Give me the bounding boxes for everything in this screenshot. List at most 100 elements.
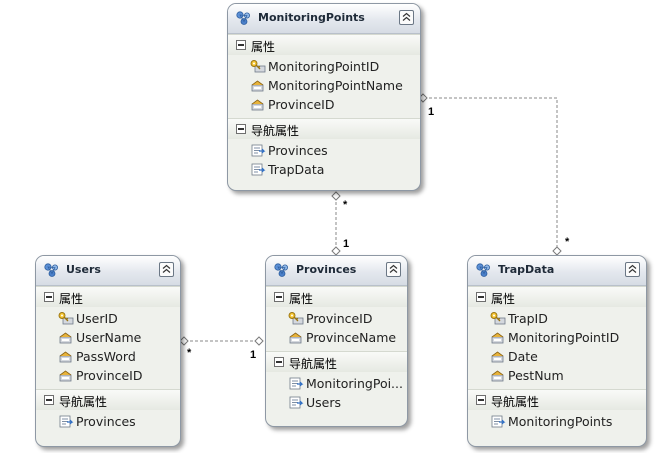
navigation-section-header[interactable]: 导航属性	[228, 118, 420, 139]
property-name: ProvinceID	[306, 311, 373, 326]
multiplicity-label: *	[343, 199, 348, 211]
property-name: ProvinceID	[268, 97, 335, 112]
property-name: MonitoringPointName	[268, 78, 403, 93]
navigation-section-header[interactable]: 导航属性	[468, 389, 646, 410]
navigation-property-icon	[288, 376, 304, 391]
section-title: 导航属性	[59, 395, 108, 409]
property-item[interactable]: MonitoringPointID	[468, 328, 646, 347]
entity-header[interactable]: TrapData	[468, 256, 646, 286]
navigation-property-icon	[250, 162, 266, 177]
primary-key-icon	[490, 311, 506, 326]
entity-header[interactable]: MonitoringPoints	[228, 4, 420, 34]
section-title: 导航属性	[251, 124, 300, 138]
entity-type-icon	[475, 262, 493, 278]
property-item[interactable]: ProvinceID	[36, 366, 180, 385]
key-property-item[interactable]: TrapID	[468, 309, 646, 328]
section-title: 属性	[251, 40, 276, 54]
collapse-minus-icon[interactable]	[44, 292, 54, 302]
collapse-minus-icon[interactable]	[44, 395, 54, 405]
property-item[interactable]: ProvinceID	[228, 95, 420, 114]
property-name: TrapID	[508, 311, 548, 326]
navigation-property-item[interactable]: Provinces	[228, 141, 420, 160]
section-title: 导航属性	[289, 357, 338, 371]
property-name: UserID	[76, 311, 118, 326]
entity-title: Provinces	[296, 263, 357, 276]
scalar-property-icon	[58, 330, 74, 345]
key-property-item[interactable]: UserID	[36, 309, 180, 328]
primary-key-icon	[58, 311, 74, 326]
collapse-minus-icon[interactable]	[236, 40, 246, 50]
collapse-minus-icon[interactable]	[274, 292, 284, 302]
property-item[interactable]: ProvinceName	[266, 328, 407, 347]
scalar-property-icon	[250, 97, 266, 112]
entity-title: Users	[66, 263, 101, 276]
properties-section-header[interactable]: 属性	[36, 286, 180, 307]
entity-type-icon	[273, 262, 291, 278]
scalar-property-icon	[490, 349, 506, 364]
properties-section-header[interactable]: 属性	[266, 286, 407, 307]
navigation-property-name: MonitoringPoi...	[306, 376, 403, 391]
entity-title: TrapData	[498, 263, 555, 276]
scalar-property-icon	[490, 368, 506, 383]
navigation-property-icon	[288, 395, 304, 410]
multiplicity-label: *	[565, 236, 570, 248]
entity-type-icon	[43, 262, 61, 278]
property-name: Date	[508, 349, 538, 364]
multiplicity-label: 1	[343, 238, 350, 250]
property-item[interactable]: UserName	[36, 328, 180, 347]
collapse-minus-icon[interactable]	[476, 395, 486, 405]
key-property-item[interactable]: ProvinceID	[266, 309, 407, 328]
entity-header[interactable]: Provinces	[266, 256, 407, 286]
property-name: UserName	[76, 330, 142, 345]
navigation-property-item[interactable]: Users	[266, 393, 407, 412]
property-name: MonitoringPointID	[268, 59, 380, 74]
scalar-property-icon	[490, 330, 506, 345]
property-item[interactable]: Date	[468, 347, 646, 366]
property-item[interactable]: PestNum	[468, 366, 646, 385]
property-name: ProvinceName	[306, 330, 397, 345]
section-title: 导航属性	[491, 395, 540, 409]
property-name: ProvinceID	[76, 368, 143, 383]
property-item[interactable]: MonitoringPointName	[228, 76, 420, 95]
connector-end-diamond	[179, 336, 189, 346]
collapse-up-icon[interactable]	[399, 10, 414, 25]
properties-section-header[interactable]: 属性	[468, 286, 646, 307]
navigation-property-list: Provinces	[36, 410, 180, 435]
entity-type-icon	[235, 10, 253, 26]
collapse-up-icon[interactable]	[625, 262, 640, 277]
scalar-property-icon	[288, 330, 304, 345]
property-list: ProvinceID ProvinceName	[266, 307, 407, 351]
connector-end-diamond	[331, 246, 341, 256]
collapse-up-icon[interactable]	[159, 262, 174, 277]
collapse-minus-icon[interactable]	[476, 292, 486, 302]
entity-provinces[interactable]: Provinces 属性 ProvinceID ProvinceName 导航属性 Mon…	[265, 255, 408, 427]
navigation-property-item[interactable]: TrapData	[228, 160, 420, 179]
navigation-section-header[interactable]: 导航属性	[266, 351, 407, 372]
navigation-property-item[interactable]: MonitoringPoints	[468, 412, 646, 431]
connector-end-diamond	[254, 336, 264, 346]
section-title: 属性	[289, 292, 314, 306]
scalar-property-icon	[58, 368, 74, 383]
property-name: PassWord	[76, 349, 136, 364]
collapse-minus-icon[interactable]	[236, 124, 246, 134]
navigation-section-header[interactable]: 导航属性	[36, 389, 180, 410]
entity-header[interactable]: Users	[36, 256, 180, 286]
entity-title: MonitoringPoints	[258, 11, 365, 24]
properties-section-header[interactable]: 属性	[228, 34, 420, 55]
property-item[interactable]: PassWord	[36, 347, 180, 366]
navigation-property-name: Provinces	[268, 143, 328, 158]
navigation-property-item[interactable]: MonitoringPoi...	[266, 374, 407, 393]
navigation-property-item[interactable]: Provinces	[36, 412, 180, 431]
scalar-property-icon	[250, 78, 266, 93]
collapse-minus-icon[interactable]	[274, 357, 284, 367]
key-property-item[interactable]: MonitoringPointID	[228, 57, 420, 76]
connector-monitoringpoints-trapdata[interactable]	[424, 97, 558, 251]
collapse-up-icon[interactable]	[386, 262, 401, 277]
section-title: 属性	[491, 292, 516, 306]
